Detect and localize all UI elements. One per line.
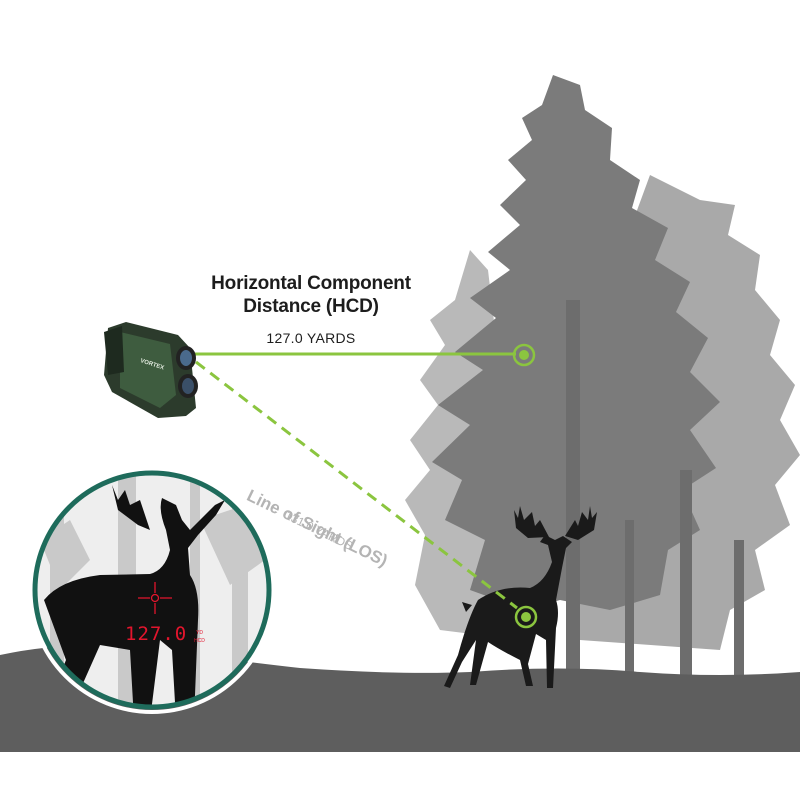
deer-silhouette <box>444 506 597 688</box>
scope-unit-top: YD <box>196 630 203 636</box>
los-line <box>195 360 518 610</box>
hcd-title-line1: Horizontal Component <box>211 273 411 294</box>
hcd-target-icon <box>512 343 536 367</box>
hcd-title-line2: Distance (HCD) <box>243 296 379 317</box>
deer-target-icon <box>514 605 538 629</box>
hcd-value: 127.0 YARDS <box>266 330 356 346</box>
hcd-title: Horizontal Component Distance (HCD) <box>180 272 442 318</box>
scope-readout: 127.0 <box>125 623 187 645</box>
scope-deer-silhouette <box>44 498 225 707</box>
rangefinder-device: VORTEX <box>104 322 198 418</box>
tree-trunks <box>566 300 744 690</box>
scope-view: 127.0 YD HCD <box>28 466 276 714</box>
scope-unit-bottom: HCD <box>194 638 205 644</box>
crosshair-icon <box>138 582 172 614</box>
